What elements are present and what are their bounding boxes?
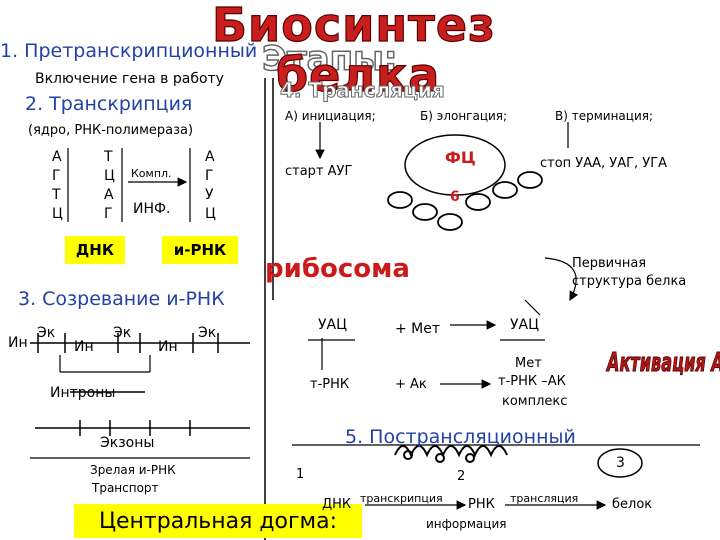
- gene-label-intron-1: Ин: [8, 336, 28, 350]
- gene-label-exon-1: Эк: [37, 326, 55, 340]
- trna-label: т-РНК: [310, 378, 349, 391]
- gene-label-exon-3: Эк: [198, 326, 216, 340]
- complex-label: комплекс: [502, 395, 567, 408]
- dogma-rna: РНК: [468, 498, 495, 511]
- protein-coils: [395, 446, 507, 462]
- step1-subtitle: Включение гена в работу: [35, 72, 224, 86]
- mrna-box: и-РНК: [162, 236, 238, 264]
- plus-met-label: + Мет: [395, 322, 440, 336]
- phase-termination: В) терминация;: [555, 110, 653, 122]
- six-label: 6: [450, 190, 460, 204]
- compl-label: Компл.: [131, 168, 172, 179]
- dna-box: ДНК: [65, 236, 125, 264]
- anticodon-1: УАЦ: [318, 318, 347, 332]
- anticodon-2: УАЦ: [510, 318, 539, 332]
- mature-mrna-label: Зрелая и-РНК: [90, 464, 176, 476]
- central-dogma-box: Центральная догма:: [74, 504, 362, 538]
- num-2: 2: [457, 470, 465, 483]
- step2-subtitle: (ядро, РНК-полимераза): [28, 124, 193, 137]
- exons-label: Экзоны: [100, 436, 154, 450]
- start-codon-label: старт АУГ: [285, 165, 352, 178]
- introns-label: Интроны: [50, 386, 115, 400]
- inf-label: ИНФ.: [133, 202, 171, 216]
- gene-label-intron-2: Ин: [74, 340, 94, 354]
- num-3: 3: [616, 456, 625, 470]
- phase-initiation: А) инициация;: [285, 110, 376, 122]
- fc-label: ФЦ: [445, 150, 476, 166]
- primary-structure-label: Первичная структура белка: [572, 255, 686, 291]
- step4-heading: 4. Трансляция: [280, 80, 445, 100]
- step3-heading: 3. Созревание и-РНК: [18, 290, 225, 309]
- step1-heading: 1. Претранскрипционный: [0, 42, 257, 61]
- phase-elongation: Б) элонгация;: [420, 110, 507, 122]
- gene-label-intron-3: Ин: [158, 340, 178, 354]
- dogma-dna: ДНК: [322, 498, 351, 511]
- dogma-translation: трансляция: [510, 493, 578, 504]
- plus-aa-label: + Ак: [395, 378, 427, 391]
- ribosome-label: рибосома: [265, 256, 410, 282]
- dogma-information: информация: [426, 518, 506, 530]
- step5-heading: 5. Пострансляционный: [345, 428, 576, 447]
- dogma-protein: белок: [612, 498, 652, 511]
- met-label: Мет: [515, 357, 542, 370]
- transport-label: Транспорт: [92, 482, 159, 494]
- dogma-transcription: транскрипция: [360, 493, 443, 504]
- stop-codons-label: стоп УАА, УАГ, УГА: [540, 157, 667, 170]
- num-1: 1: [296, 468, 304, 481]
- step2-heading: 2. Транскрипция: [25, 95, 192, 114]
- trna-aa-label: т-РНК –АК: [498, 375, 566, 388]
- aa-activation-label: Активация АК: [607, 350, 720, 376]
- gene-label-exon-2: Эк: [113, 326, 131, 340]
